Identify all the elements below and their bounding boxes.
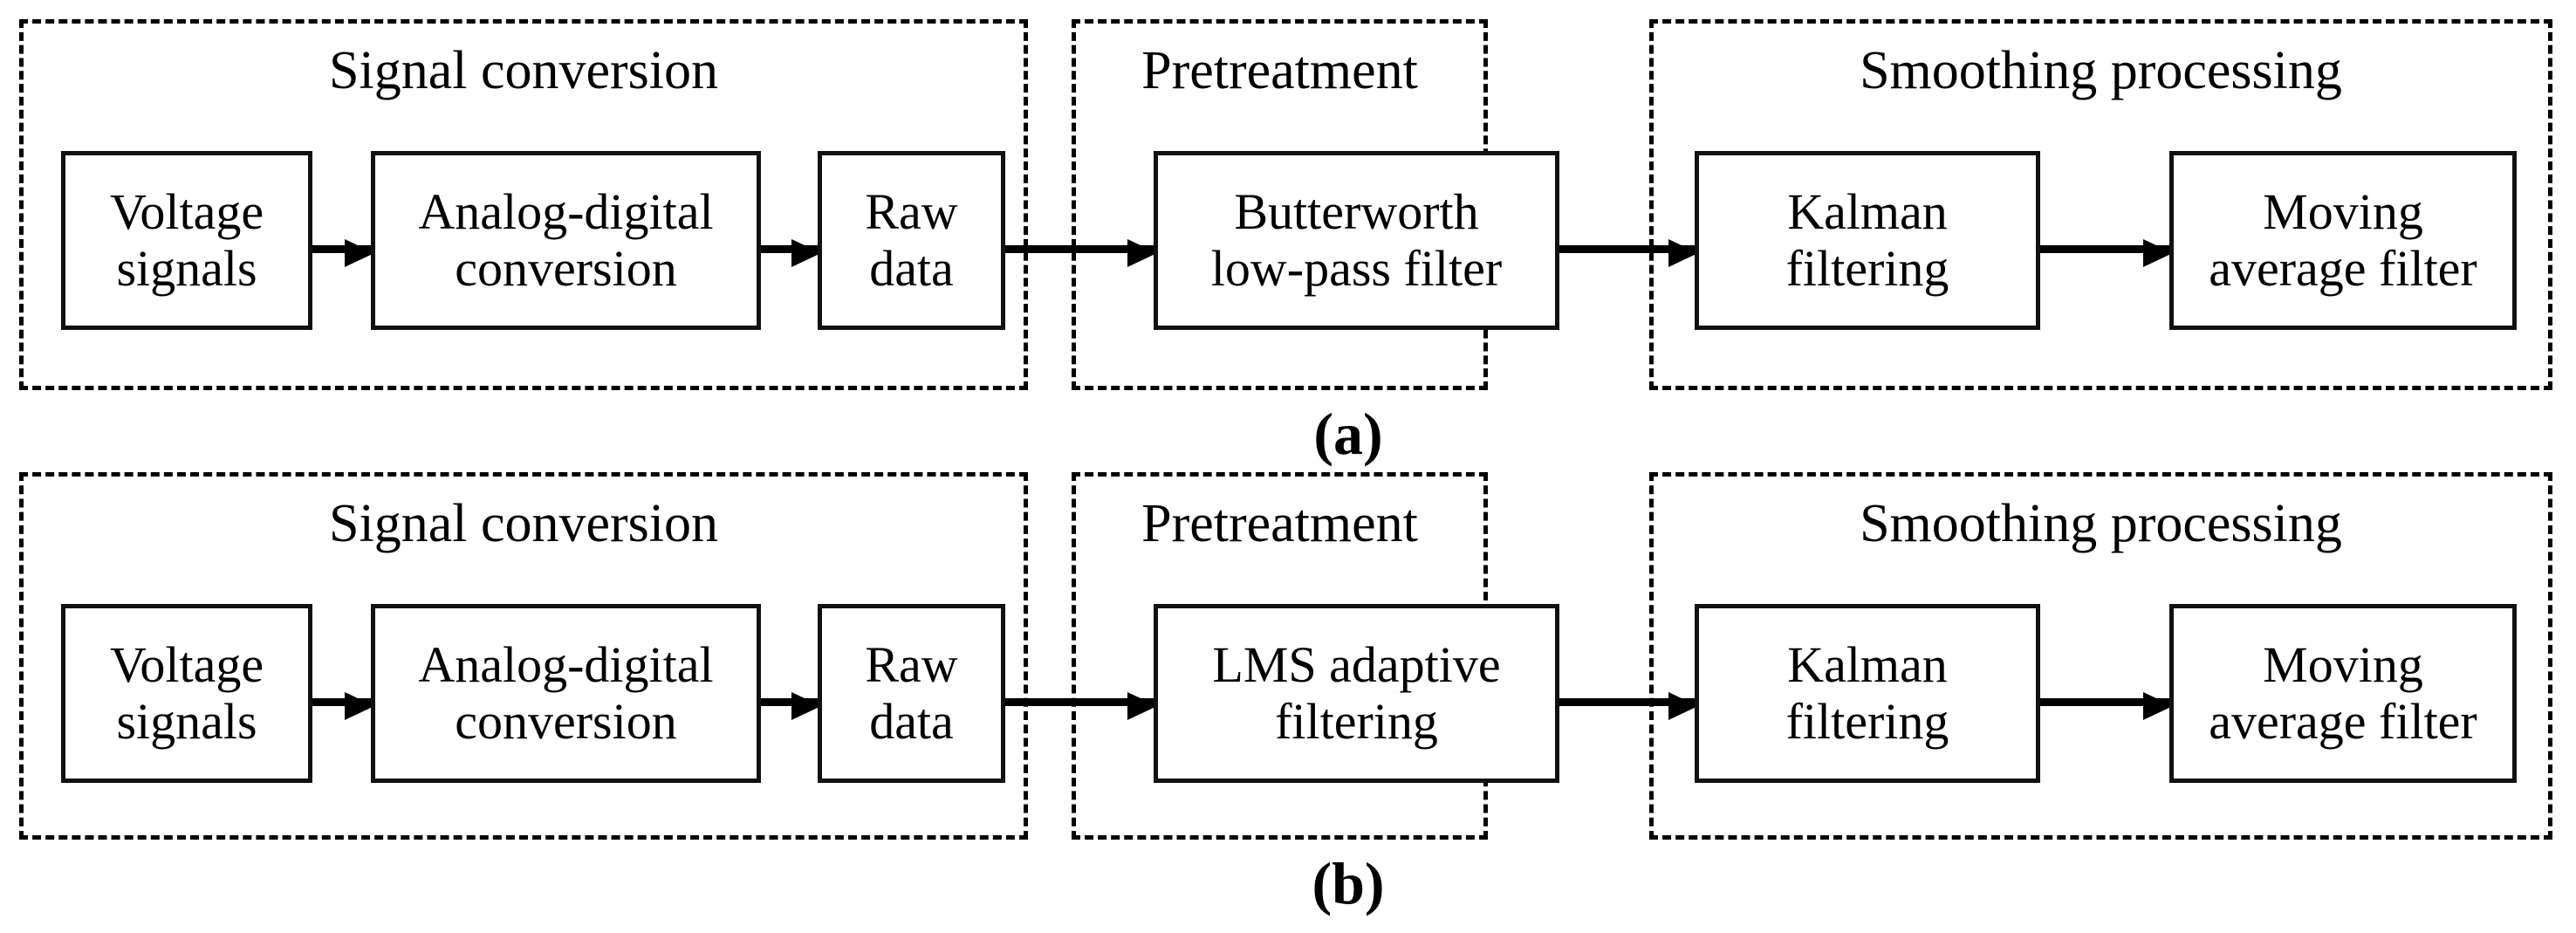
arrow-butterworth-to-kalman-a <box>1559 239 1698 267</box>
group-title-smoothing-processing-a: Smoothing processing <box>1860 41 2342 100</box>
node-line: conversion <box>455 239 677 297</box>
node-line: filtering <box>1785 692 1949 750</box>
subfigure-caption-b: (b) <box>1312 850 1385 916</box>
node-line: Voltage <box>109 635 264 693</box>
node-line: LMS adaptive <box>1212 635 1501 693</box>
group-title-signal-conversion-b: Signal conversion <box>329 494 718 553</box>
node-analog-digital-conversion-b[interactable]: Analog-digital conversion <box>371 604 761 783</box>
node-line: filtering <box>1785 239 1949 297</box>
node-line: Analog-digital <box>418 635 714 693</box>
node-line: Analog-digital <box>418 182 714 240</box>
node-line: filtering <box>1275 692 1438 750</box>
subfigure-caption-a: (a) <box>1313 401 1383 467</box>
group-title-pretreatment-a: Pretreatment <box>1141 41 1418 100</box>
node-line: low-pass filter <box>1210 239 1503 297</box>
node-line: Butterworth <box>1234 182 1479 240</box>
arrow-kalman-to-moving-average-a <box>2040 239 2173 267</box>
node-line: Moving <box>2263 182 2423 240</box>
node-line: Kalman <box>1787 635 1948 693</box>
arrow-adc-to-raw-data-b <box>761 692 821 720</box>
node-line: Voltage <box>109 182 264 240</box>
group-title-smoothing-processing-b: Smoothing processing <box>1860 494 2342 553</box>
node-kalman-filtering-a[interactable]: Kalman filtering <box>1695 151 2040 330</box>
group-title-signal-conversion-a: Signal conversion <box>329 41 718 100</box>
arrow-lms-to-kalman-b <box>1559 692 1698 720</box>
arrow-voltage-to-adc-a <box>312 239 374 267</box>
node-voltage-signals-a[interactable]: Voltage signals <box>61 151 312 330</box>
group-panel-smoothing-processing-a <box>1649 19 2552 390</box>
node-line: data <box>869 239 954 297</box>
arrow-adc-to-raw-data-a <box>761 239 821 267</box>
node-butterworth-low-pass-filter-a[interactable]: Butterworth low-pass filter <box>1154 151 1559 330</box>
node-line: conversion <box>455 692 677 750</box>
group-title-pretreatment-b: Pretreatment <box>1141 494 1418 553</box>
node-lms-adaptive-filtering-b[interactable]: LMS adaptive filtering <box>1154 604 1559 783</box>
arrow-raw-data-to-butterworth-a <box>1005 239 1157 267</box>
node-raw-data-b[interactable]: Raw data <box>818 604 1005 783</box>
node-line: Raw <box>865 182 958 240</box>
node-line: signals <box>116 692 257 750</box>
node-line: signals <box>116 239 257 297</box>
node-moving-average-filter-b[interactable]: Moving average filter <box>2169 604 2517 783</box>
node-line: average filter <box>2209 239 2477 297</box>
group-panel-smoothing-processing-b <box>1649 472 2552 840</box>
group-panel-signal-conversion-b <box>19 472 1028 840</box>
node-line: data <box>869 692 954 750</box>
node-analog-digital-conversion-a[interactable]: Analog-digital conversion <box>371 151 761 330</box>
node-line: average filter <box>2209 692 2477 750</box>
arrow-kalman-to-moving-average-b <box>2040 692 2173 720</box>
group-panel-signal-conversion-a <box>19 19 1028 390</box>
node-moving-average-filter-a[interactable]: Moving average filter <box>2169 151 2517 330</box>
node-line: Raw <box>865 635 958 693</box>
node-voltage-signals-b[interactable]: Voltage signals <box>61 604 312 783</box>
arrow-voltage-to-adc-b <box>312 692 374 720</box>
arrow-raw-data-to-lms-b <box>1005 692 1157 720</box>
node-line: Kalman <box>1787 182 1948 240</box>
node-kalman-filtering-b[interactable]: Kalman filtering <box>1695 604 2040 783</box>
node-raw-data-a[interactable]: Raw data <box>818 151 1005 330</box>
node-line: Moving <box>2263 635 2423 693</box>
